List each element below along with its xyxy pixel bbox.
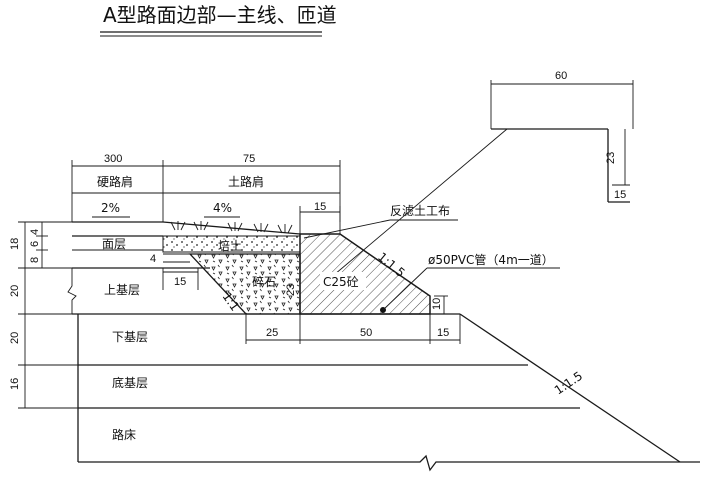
dim-10: 10 <box>431 298 443 310</box>
label-ratio-lower: 1:1.5 <box>552 369 585 398</box>
dim-50: 50 <box>360 327 372 339</box>
dim-18: 18 <box>9 238 21 250</box>
label-surface-layer: 面层 <box>102 237 126 251</box>
dim-20-a: 20 <box>9 285 21 297</box>
planting-soil-band: 培土 <box>162 221 301 253</box>
label-planting-soil: 培土 <box>218 238 242 253</box>
label-concrete: C25砼 <box>323 275 359 289</box>
dim-300: 300 <box>104 153 122 165</box>
dim-23: 23 <box>605 152 617 164</box>
dim-60: 60 <box>555 70 567 82</box>
dim-15-bottom: 15 <box>437 327 449 339</box>
dim-small-4: 4 <box>150 253 156 265</box>
break-line-left <box>67 268 77 314</box>
drawing-title: A型路面边部—主线、匝道 <box>103 3 337 27</box>
bottom-dimensions: 25 50 15 <box>245 314 461 344</box>
left-dimensions: 18 20 20 16 4 6 8 <box>9 221 80 409</box>
dim-20-b: 20 <box>9 332 21 344</box>
label-geotextile: 反滤土工布 <box>390 204 450 218</box>
concrete-ditch: C25砼 15 1:1.5 ø50PVC管（4m一道） 10 <box>299 201 560 315</box>
dim-23-under: 23 <box>285 284 297 296</box>
geotextile-callout: 反滤土工布 <box>303 204 458 239</box>
detail-dimension-box: 60 23 15 <box>490 70 634 203</box>
label-lower-base: 下基层 <box>112 330 148 344</box>
label-gravel: 碎石 <box>252 274 276 289</box>
gravel-drain-section: 4 15 碎石 1:1 23 <box>150 253 301 315</box>
dim-15-ditch: 15 <box>314 201 326 213</box>
label-subbase: 底基层 <box>112 375 148 390</box>
dim-16: 16 <box>9 378 21 390</box>
label-pvc-pipe: ø50PVC管（4m一道） <box>428 252 554 267</box>
dim-15-box: 15 <box>614 189 626 201</box>
label-hard-shoulder: 硬路肩 <box>97 174 133 189</box>
label-slope-2: 2% <box>101 201 120 215</box>
dim-75: 75 <box>243 153 255 165</box>
top-dimensions: 300 75 硬路肩 土路肩 2% 4% <box>71 153 341 222</box>
dim-25: 25 <box>266 327 278 339</box>
label-subgrade: 路床 <box>112 427 136 442</box>
dim-6: 6 <box>29 241 41 247</box>
label-upper-base: 上基层 <box>104 283 140 297</box>
dim-4: 4 <box>29 229 41 235</box>
dim-8: 8 <box>29 257 41 263</box>
dim-15-under: 15 <box>174 276 186 288</box>
label-slope-4: 4% <box>213 201 232 215</box>
label-earth-shoulder: 土路肩 <box>228 174 264 189</box>
